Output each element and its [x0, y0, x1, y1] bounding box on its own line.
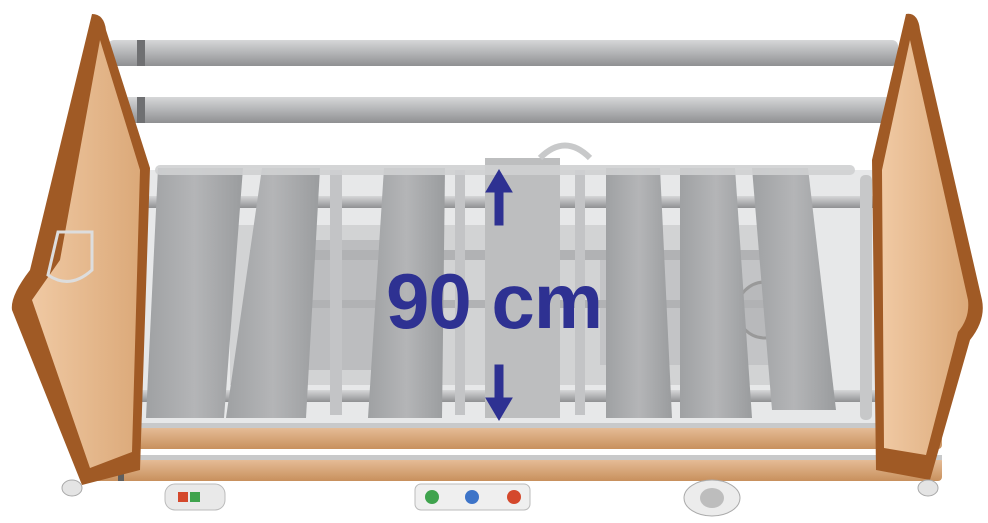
arrow-down-icon: [485, 364, 513, 421]
footboard-right: [872, 13, 983, 481]
dimension-arrow: [485, 169, 513, 421]
casters: [61, 479, 939, 517]
dimension-label: 90 cm: [386, 257, 603, 345]
side-rail-back: [108, 40, 898, 123]
headboard-left: [11, 14, 151, 485]
slat-base: [146, 142, 855, 418]
caster-center: [414, 483, 531, 511]
side-rail-front: [82, 423, 942, 481]
caster-left: [164, 483, 226, 511]
arrow-up-icon: [485, 169, 513, 226]
caster-right: [683, 479, 741, 517]
